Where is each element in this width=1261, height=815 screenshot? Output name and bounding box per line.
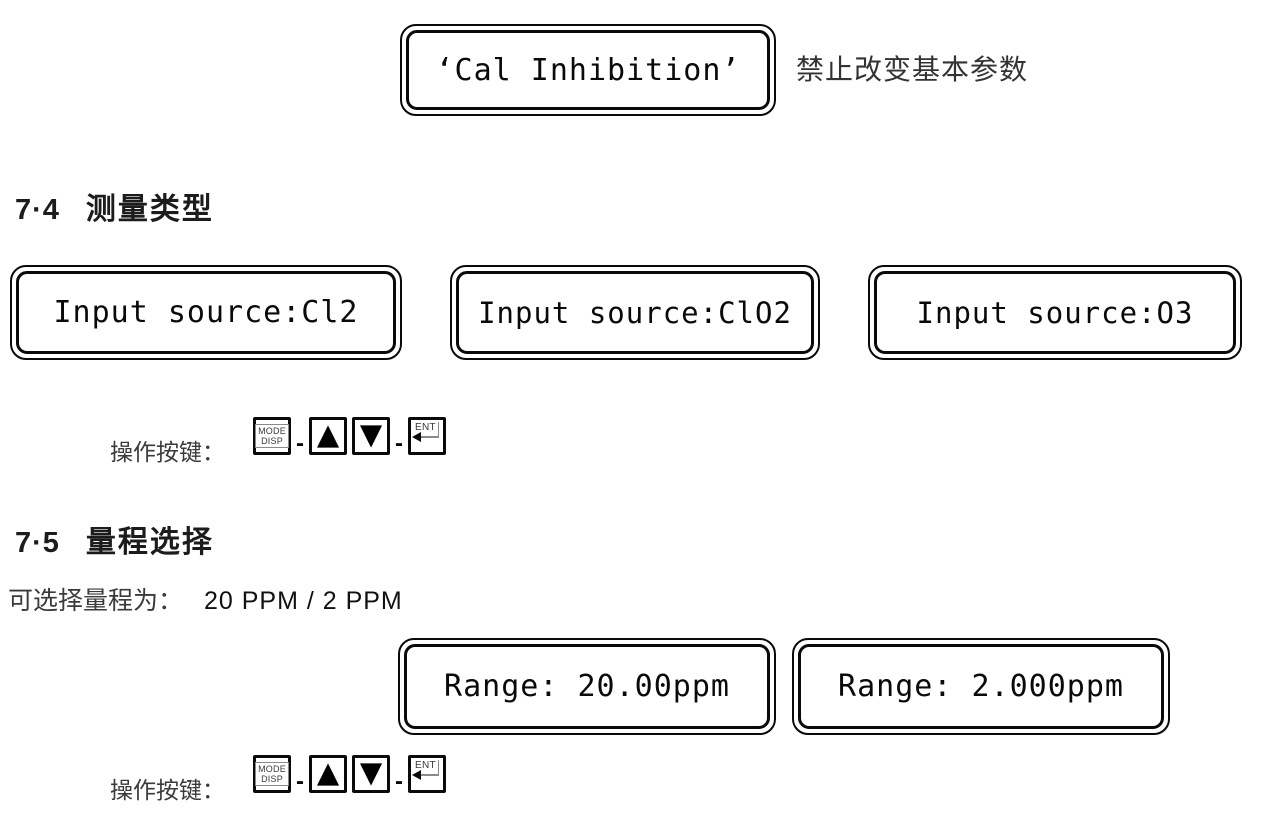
ent-key: ENT: [408, 417, 446, 455]
range-options-note: 可选择量程为： 20 PPM / 2 PPM: [8, 581, 403, 617]
up-arrow-key: ▲: [309, 417, 347, 455]
operation-keys-row: MODE DISP - ▲ ▼ - ENT: [253, 417, 446, 456]
return-arrow-icon: [412, 770, 421, 780]
disp-label: DISP: [261, 436, 283, 446]
operation-keys-label: 操作按键：: [110, 439, 225, 465]
lcd-text-cal-inhibition: ‘Cal Inhibition’: [435, 52, 741, 88]
mode-disp-key: MODE DISP: [253, 755, 291, 793]
range-options-label: 可选择量程为：: [8, 587, 184, 615]
section-7-4-heading: 7·4 测量类型: [15, 184, 214, 228]
up-arrow-icon: ▲: [316, 755, 340, 789]
ent-key-label: ENT: [415, 760, 436, 771]
mode-disp-key-label: MODE DISP: [255, 762, 289, 786]
mode-disp-key-label: MODE DISP: [255, 424, 289, 448]
return-arrow-icon: [412, 432, 421, 442]
lcd-display-range-2ppm: Range: 2.000ppm: [792, 638, 1170, 735]
lcd-text-range-20ppm: Range: 20.00ppm: [444, 669, 730, 704]
lcd-display-range-20ppm: Range: 20.00ppm: [398, 638, 776, 735]
section-title: 测量类型: [85, 193, 214, 226]
mode-label: MODE: [258, 764, 286, 774]
disp-label: DISP: [261, 774, 283, 784]
lcd-display-inner: Input source:Cl2: [16, 271, 396, 354]
ent-key-label: ENT: [415, 422, 436, 433]
return-arrow-icon: [419, 774, 439, 776]
up-arrow-icon: ▲: [316, 417, 340, 451]
return-arrow-icon: [419, 436, 439, 438]
section-number: 7·4: [15, 194, 60, 226]
return-arrow-icon: [437, 422, 439, 437]
cal-inhibition-note: 禁止改变基本参数: [796, 54, 1029, 85]
lcd-display-inner: Input source:ClO2: [456, 271, 814, 354]
lcd-display-cal-inhibition: ‘Cal Inhibition’: [400, 24, 776, 116]
key-separator-dash: -: [296, 768, 304, 795]
lcd-text-range-2ppm: Range: 2.000ppm: [838, 669, 1124, 704]
lcd-text-input-source-clo2: Input source:ClO2: [478, 295, 792, 330]
section-number: 7·5: [15, 527, 60, 559]
lcd-display-inner: Range: 2.000ppm: [798, 644, 1164, 729]
lcd-display-inner: Range: 20.00ppm: [404, 644, 770, 729]
key-separator-dash: -: [395, 768, 403, 795]
operation-keys-label: 操作按键：: [110, 777, 225, 803]
operation-keys-row: MODE DISP - ▲ ▼ - ENT: [253, 755, 446, 794]
lcd-display-inner: ‘Cal Inhibition’: [406, 30, 770, 110]
down-arrow-key: ▼: [352, 755, 390, 793]
lcd-text-input-source-cl2: Input source:Cl2: [53, 295, 359, 330]
down-arrow-icon: ▼: [359, 755, 383, 789]
section-7-5-heading: 7·5 量程选择: [15, 517, 214, 561]
lcd-display-input-source-o3: Input source:O3: [868, 265, 1242, 360]
return-arrow-icon: [437, 760, 439, 775]
up-arrow-key: ▲: [309, 755, 347, 793]
mode-disp-key: MODE DISP: [253, 417, 291, 455]
lcd-text-input-source-o3: Input source:O3: [916, 295, 1194, 330]
mode-label: MODE: [258, 426, 286, 436]
down-arrow-icon: ▼: [359, 417, 383, 451]
section-title: 量程选择: [85, 526, 214, 559]
key-separator-dash: -: [296, 430, 304, 457]
lcd-display-input-source-cl2: Input source:Cl2: [10, 265, 402, 360]
ent-key: ENT: [408, 755, 446, 793]
down-arrow-key: ▼: [352, 417, 390, 455]
key-separator-dash: -: [395, 430, 403, 457]
lcd-display-input-source-clo2: Input source:ClO2: [450, 265, 820, 360]
lcd-display-inner: Input source:O3: [874, 271, 1236, 354]
range-options-value: 20 PPM / 2 PPM: [203, 587, 403, 615]
